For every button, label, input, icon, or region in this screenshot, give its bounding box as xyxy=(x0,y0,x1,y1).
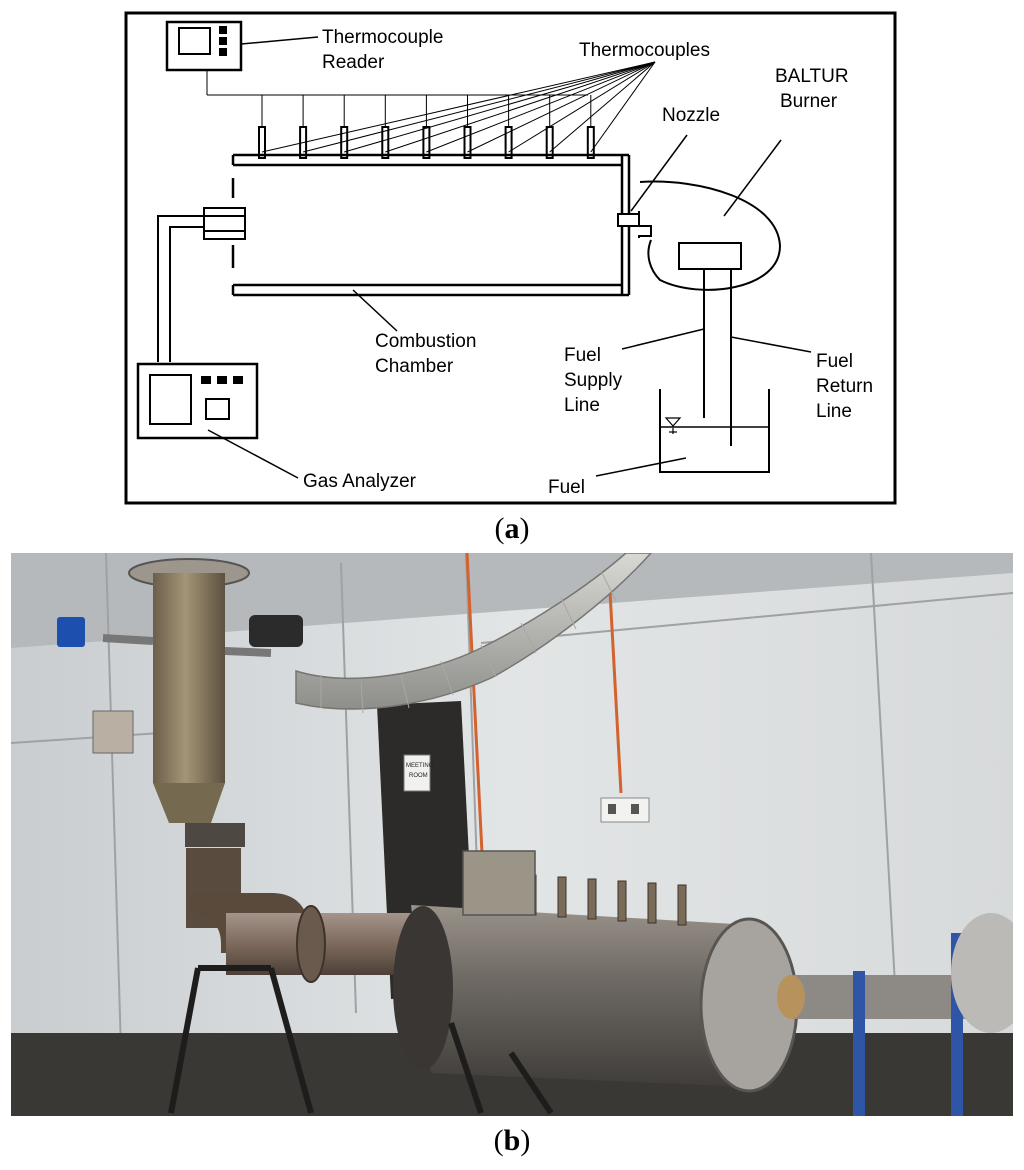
thermocouple-probe-photo xyxy=(647,882,657,924)
sensor-box-on-chamber xyxy=(462,850,536,916)
thermocouple-probe-photo xyxy=(557,876,567,918)
vertical-exhaust-column xyxy=(57,558,303,928)
thermocouple-probe xyxy=(504,126,513,159)
thermocouples-pointer-lines xyxy=(261,61,656,153)
thermocouple-pointer-line xyxy=(549,61,656,153)
thermocouple-pointer-line xyxy=(426,61,656,153)
thermocouple-probe-photo xyxy=(677,884,687,926)
label-baltur-burner: BALTUR xyxy=(775,66,849,87)
gas-analyzer xyxy=(136,362,299,479)
thermocouple-probe xyxy=(586,126,595,159)
label-fuel-return-line: Fuel xyxy=(816,351,853,372)
label-fuel-supply-line: Supply xyxy=(564,370,623,391)
thermocouple-pointer-line xyxy=(508,61,656,153)
label-combustion-chamber: Combustion xyxy=(375,331,476,352)
thermocouple-pointer-line xyxy=(590,61,656,153)
blue-racking xyxy=(853,913,1013,1116)
thermocouple-pointer-line xyxy=(467,61,656,153)
label-nozzle: Nozzle xyxy=(662,105,720,126)
caption-paren: ) xyxy=(520,1124,531,1157)
caption-b: (b) xyxy=(0,1124,1024,1158)
caption-paren: ( xyxy=(493,1124,504,1157)
wall-power-outlet xyxy=(600,797,650,823)
thermocouple-probe-photo xyxy=(587,878,597,920)
label-fuel-return-line: Line xyxy=(816,401,852,422)
baltur-burner xyxy=(617,134,782,446)
label-fuel-supply-line: Line xyxy=(564,395,600,416)
thermocouple-probe xyxy=(463,126,472,159)
door-sign-text: MEETING xyxy=(406,763,434,769)
label-gas-analyzer: Gas Analyzer xyxy=(303,471,417,492)
thermocouple-probe xyxy=(258,126,266,159)
thermocouple-pointer-line xyxy=(385,61,656,153)
label-thermocouples: Thermocouples xyxy=(579,40,710,61)
caption-a: (a) xyxy=(0,512,1024,546)
label-combustion-chamber: Chamber xyxy=(375,356,454,377)
thermocouple-pointer-line xyxy=(302,61,656,153)
label-fuel: Fuel xyxy=(548,477,585,498)
fuel-tank xyxy=(352,289,812,477)
support-stand xyxy=(168,965,554,1115)
thermocouple-probe xyxy=(381,126,390,159)
flexible-exhaust-hose xyxy=(295,553,653,710)
experimental-setup-photograph: MEETING ROOM xyxy=(11,553,1013,1116)
label-thermocouple-reader: Thermocouple xyxy=(322,27,443,48)
thermocouple-pointer-line xyxy=(261,61,656,153)
caption-letter: a xyxy=(504,512,520,545)
thermocouple-reader xyxy=(165,20,588,96)
caption-letter: b xyxy=(503,1124,521,1157)
thermocouple-probe xyxy=(545,126,554,159)
label-fuel-supply-line: Fuel xyxy=(564,345,601,366)
label-baltur-burner: Burner xyxy=(780,91,838,112)
caption-paren: ) xyxy=(519,512,530,545)
exhaust-sampling-line xyxy=(157,207,246,362)
blue-sensor xyxy=(57,617,85,647)
combustion-chamber xyxy=(231,153,631,297)
hose-corrugation xyxy=(320,570,617,714)
thermocouple-probe-photo xyxy=(617,880,627,922)
caption-paren: ( xyxy=(494,512,505,545)
label-fuel-return-line: Return xyxy=(816,376,873,397)
thermocouple-probe xyxy=(422,126,431,159)
experimental-setup-schematic: Thermocouple Reader Thermocouples Nozzle… xyxy=(124,11,897,505)
door-sign-text: ROOM xyxy=(409,773,428,779)
label-thermocouple-reader: Reader xyxy=(322,52,385,73)
thermocouple-pointer-line xyxy=(344,61,656,153)
